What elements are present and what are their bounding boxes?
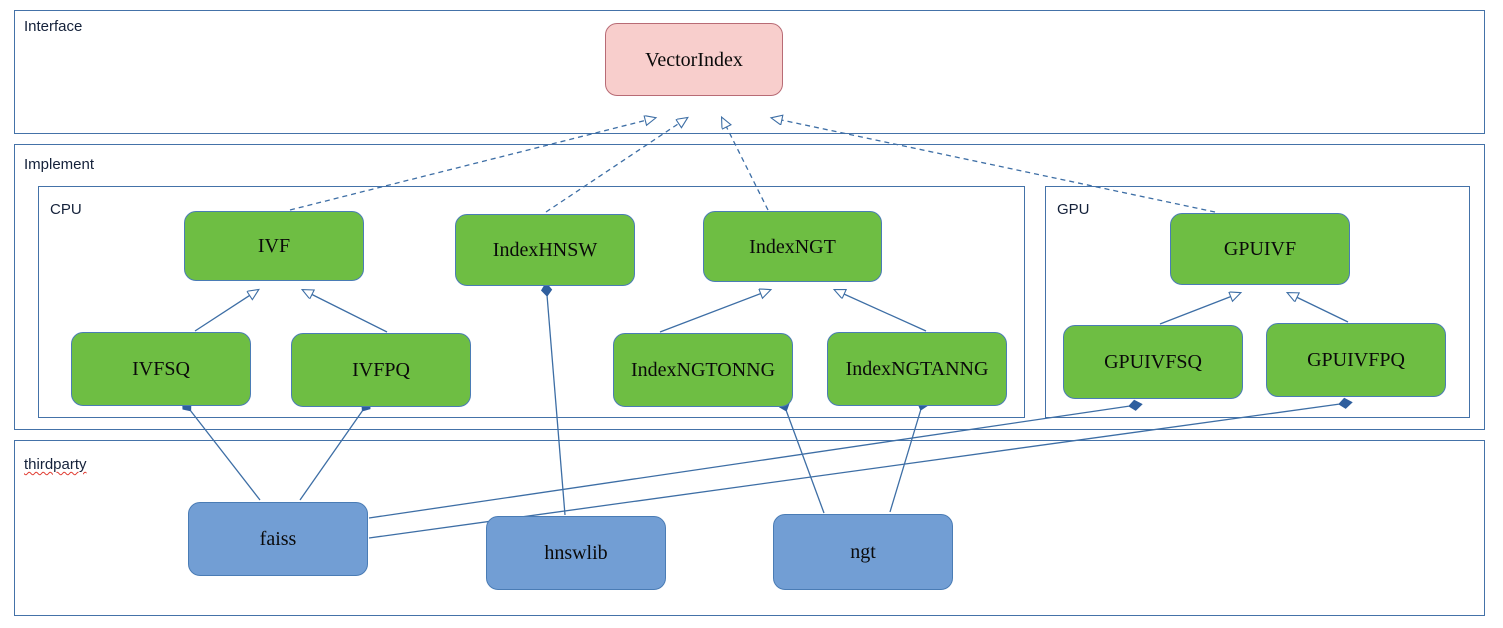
node-label: GPUIVFPQ [1307, 349, 1405, 371]
node-label: VectorIndex [645, 48, 743, 71]
node-gpuivf[interactable]: GPUIVF [1170, 213, 1350, 285]
node-label: IVF [257, 235, 291, 257]
node-ivf[interactable]: IVF [184, 211, 364, 281]
node-ivfsq[interactable]: IVFSQ [71, 332, 251, 406]
node-gpuivfsq[interactable]: GPUIVFSQ [1063, 325, 1243, 399]
node-label: IVFSQ [132, 358, 190, 380]
node-ngt[interactable]: ngt [773, 514, 953, 590]
node-label: GPUIVFSQ [1104, 351, 1202, 373]
node-gpuivfpq[interactable]: GPUIVFPQ [1266, 323, 1446, 397]
node-label: IndexNGT [749, 235, 836, 258]
group-label-implement: Implement [24, 156, 95, 173]
group-label-thirdparty: thirdparty [24, 456, 87, 473]
node-label: GPUIVF [1223, 238, 1297, 260]
node-hnswlib[interactable]: hnswlib [486, 516, 666, 590]
node-faiss[interactable]: faiss [188, 502, 368, 576]
node-label: faiss [259, 528, 297, 550]
node-indexngt[interactable]: IndexNGT [703, 211, 882, 282]
node-vectorindex[interactable]: VectorIndex [605, 23, 783, 96]
node-ivfpq[interactable]: IVFPQ [291, 333, 471, 407]
node-indexngtonng[interactable]: IndexNGTONNG [613, 333, 793, 407]
node-label: ngt [850, 541, 876, 563]
group-label-cpu: CPU [50, 201, 82, 218]
node-label: hnswlib [544, 542, 608, 564]
node-label: IndexHNSW [492, 239, 598, 261]
group-label-interface: Interface [24, 18, 83, 35]
node-label: IVFPQ [352, 359, 410, 381]
node-indexngtanng[interactable]: IndexNGTANNG [827, 332, 1007, 406]
node-label: IndexNGTANNG [845, 358, 989, 380]
node-label: IndexNGTONNG [630, 359, 776, 381]
group-label-gpu: GPU [1057, 201, 1090, 218]
node-indexhnsw[interactable]: IndexHNSW [455, 214, 635, 286]
